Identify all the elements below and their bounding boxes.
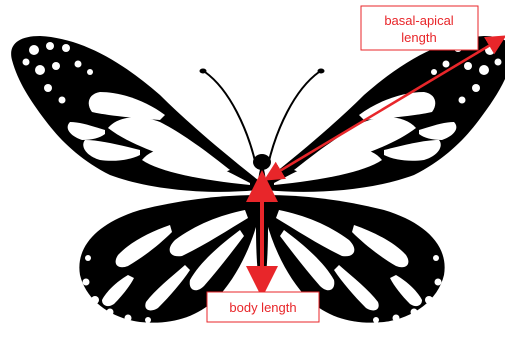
left-wings bbox=[11, 36, 258, 323]
body-length-label: body length bbox=[229, 300, 296, 315]
right-wings bbox=[266, 36, 505, 323]
basal-apical-label-line2: length bbox=[401, 30, 436, 45]
basal-apical-label-line1: basal-apical bbox=[384, 13, 453, 28]
